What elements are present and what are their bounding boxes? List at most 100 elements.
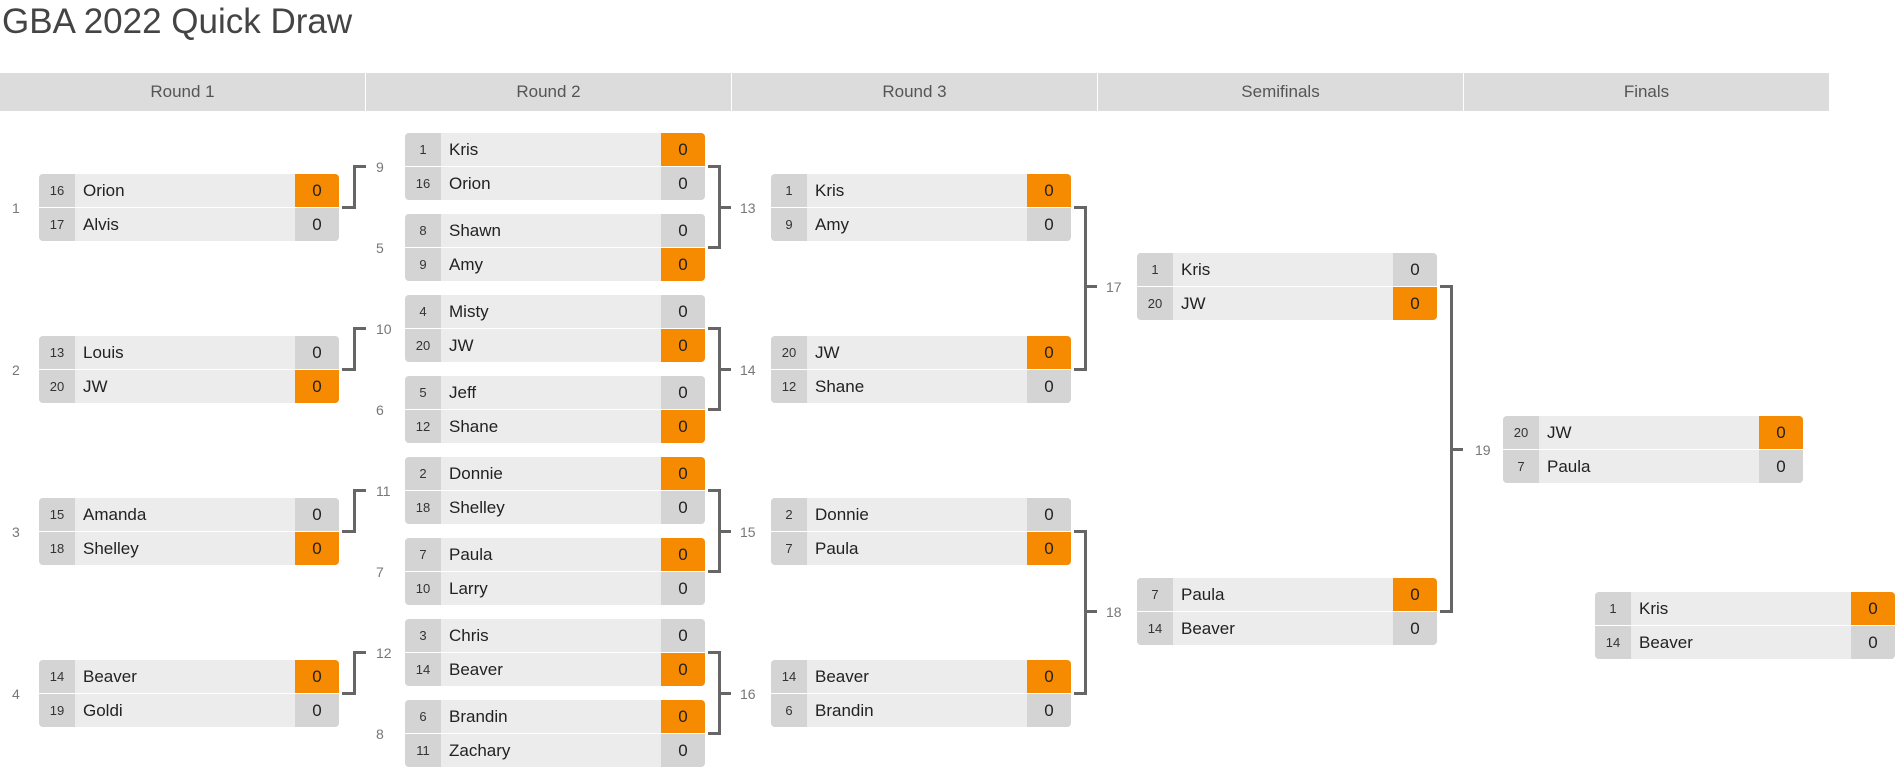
connector-line [353,651,356,695]
seed: 1 [771,174,807,207]
seed: 6 [771,694,807,727]
score: 0 [661,734,705,767]
seed: 2 [405,457,441,490]
match-number: 3 [12,524,20,540]
connector-line [708,489,720,492]
seed: 1 [1595,592,1631,625]
player-name: Orion [449,174,491,193]
seed: 10 [405,572,441,605]
score: 0 [661,410,705,443]
seed: 9 [405,248,441,281]
score: 0 [1027,498,1071,531]
connector-line [718,692,731,695]
player-name: Donnie [449,464,503,483]
match-number: 18 [1106,604,1122,620]
connector-line [708,732,720,735]
seed: 16 [39,174,75,207]
seed: 7 [405,538,441,571]
score: 0 [295,174,339,207]
connector-line [708,651,720,654]
score: 0 [295,370,339,403]
player-name: Beaver [1181,619,1235,638]
score: 0 [295,532,339,565]
connector-line [342,206,356,209]
match-number: 14 [740,362,756,378]
seed: 20 [405,329,441,362]
seed: 12 [405,410,441,443]
match-number: 7 [376,564,384,580]
match-number: 4 [12,686,20,702]
round-2-header: Round 2 [366,73,731,111]
score: 0 [661,700,705,733]
seed: 4 [405,295,441,328]
connector-line [353,651,366,654]
connector-line [1440,285,1452,288]
player-name: Shelley [83,539,139,558]
round-3-header: Round 3 [732,73,1097,111]
player-name: Larry [449,579,488,598]
score: 0 [1759,416,1803,449]
score: 0 [1393,612,1437,645]
